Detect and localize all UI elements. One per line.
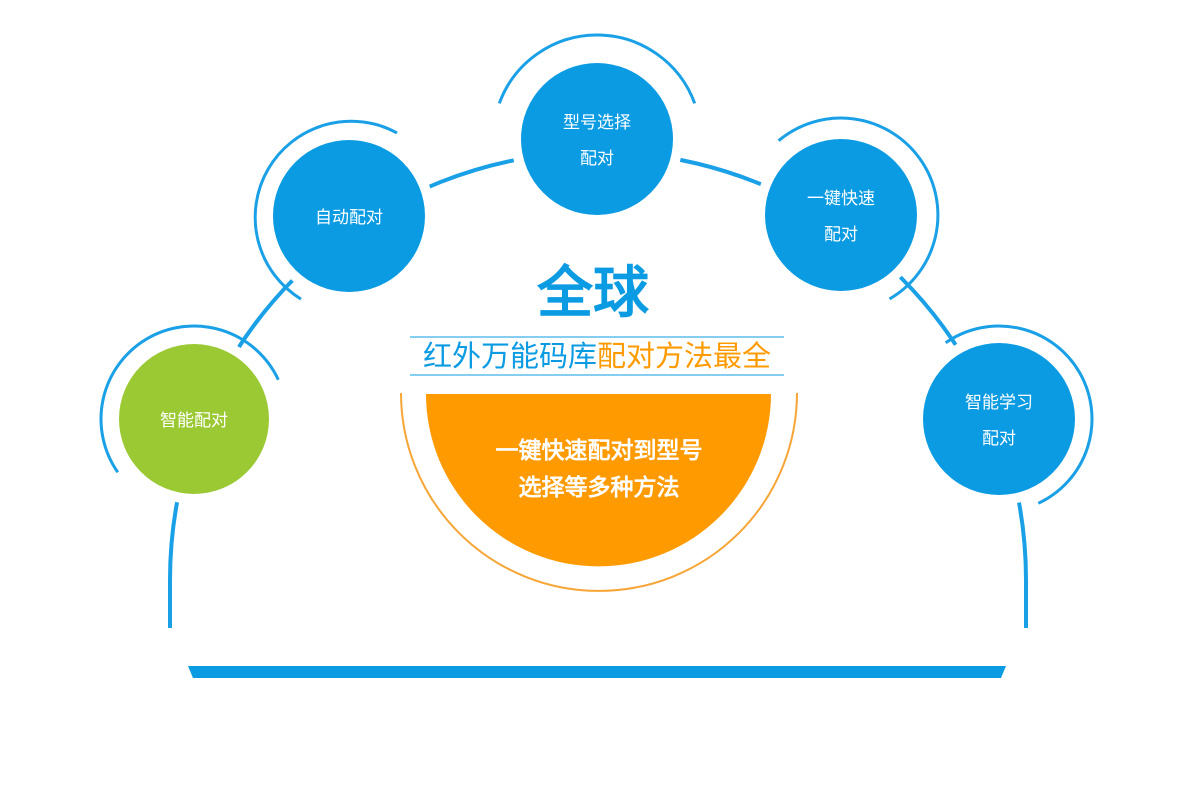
method-node-circle [765, 139, 917, 291]
subtitle-part2: 配对方法最全 [597, 339, 771, 373]
center-text-line1: 一键快速配对到型号 [496, 437, 703, 464]
method-node-circle [119, 344, 269, 494]
subtitle-part1: 红外万能码库 [423, 339, 597, 373]
method-node-circle [923, 343, 1075, 495]
method-node-label: 配对 [824, 225, 858, 245]
center-orange-disc [426, 394, 771, 567]
center-orange-ring [400, 392, 798, 592]
method-node-ring [777, 116, 940, 301]
center-text-line2: 选择等多种方法 [519, 474, 680, 501]
method-node-label: 智能学习 [965, 393, 1033, 413]
subtitle: 红外万能码库配对方法最全 [423, 339, 771, 373]
headline: 全球 [536, 261, 650, 326]
method-node-ring [99, 324, 280, 474]
method-node-label: 智能配对 [160, 411, 228, 431]
method-node: 一键快速配对 [755, 116, 940, 301]
method-node-label: 型号选择 [563, 113, 631, 133]
method-node: 智能配对 [99, 324, 280, 504]
method-node-label: 一键快速 [807, 189, 875, 209]
method-node-ring [497, 33, 697, 104]
method-node-circle [521, 63, 673, 215]
method-node-circle [273, 140, 425, 292]
method-node: 自动配对 [253, 119, 435, 302]
method-node-ring [253, 119, 398, 301]
method-node-label: 配对 [982, 429, 1016, 449]
method-node-label: 配对 [580, 149, 614, 169]
method-node-label: 自动配对 [315, 208, 383, 228]
method-node-ring [944, 324, 1094, 505]
base-bar [188, 666, 1006, 678]
